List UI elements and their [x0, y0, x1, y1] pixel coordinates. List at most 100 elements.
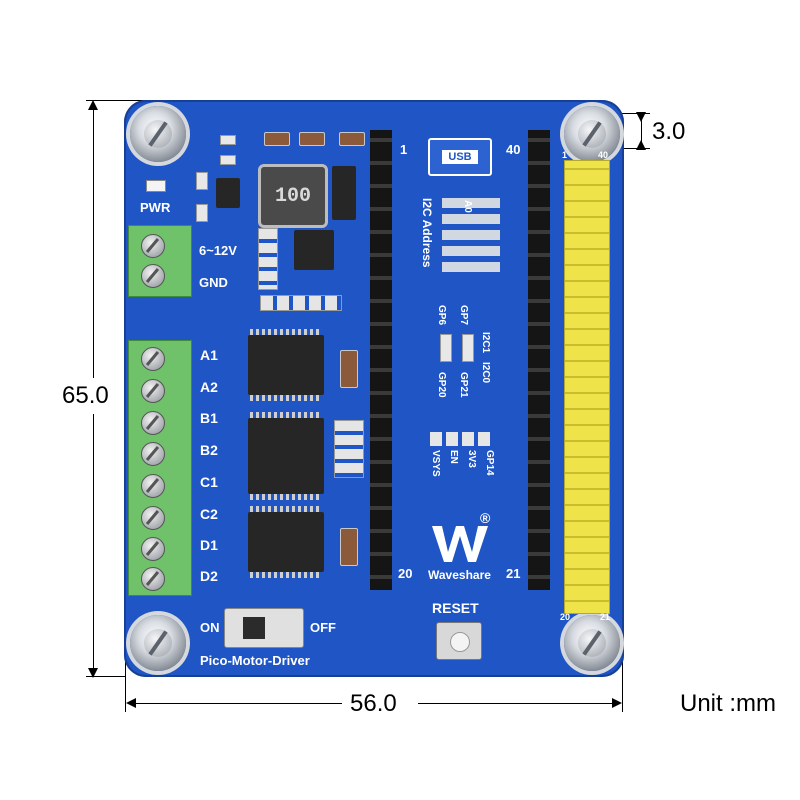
- yellow-header-pin-1: 1: [562, 150, 568, 160]
- ic-3-pins-bottom: [250, 572, 322, 578]
- address-jumper-grid: [442, 198, 500, 278]
- yellow-header-pin-40: 40: [598, 150, 609, 160]
- registered-mark: ®: [480, 510, 491, 526]
- capacitor-5: [340, 528, 358, 566]
- gp6-label: GP6: [436, 305, 447, 326]
- usb-label: USB: [442, 150, 478, 164]
- smd-column-a: [258, 228, 278, 290]
- power-pin-pads: [430, 432, 494, 446]
- motor-screw-b2[interactable]: [141, 442, 165, 466]
- power-screw-2[interactable]: [141, 264, 165, 288]
- capacitor-2: [299, 132, 325, 146]
- i2c-jumper-left: [440, 334, 452, 362]
- motor-driver-ic-2: [248, 412, 324, 500]
- offset-arrow-bottom: [636, 140, 646, 150]
- yellow-header-pin-20: 20: [560, 612, 571, 622]
- terminal-label-d1: D1: [200, 537, 218, 553]
- motor-screw-c2[interactable]: [141, 506, 165, 530]
- resistor-1: [220, 135, 236, 145]
- reset-button[interactable]: [436, 622, 482, 660]
- 3v3-label: 3V3: [466, 450, 477, 468]
- motor-screw-b1[interactable]: [141, 411, 165, 435]
- capacitor-1: [264, 132, 290, 146]
- motor-screw-d1[interactable]: [141, 537, 165, 561]
- offset-label: 3.0: [652, 118, 686, 145]
- smd-column-b: [334, 420, 364, 478]
- ic-1-pins-bottom: [250, 395, 322, 401]
- pwr-label: PWR: [140, 200, 171, 215]
- switch-off-label: OFF: [310, 620, 336, 635]
- power-switch[interactable]: [224, 608, 304, 648]
- terminal-label-c2: C2: [200, 506, 218, 522]
- waveshare-label: Waveshare: [428, 568, 491, 582]
- ic-2-pins-top: [250, 412, 322, 418]
- power-screw-1[interactable]: [141, 234, 165, 258]
- offset-arrow-top: [636, 112, 646, 122]
- width-label-bg: [342, 688, 418, 720]
- i2c-address-label: I2C Address: [420, 198, 434, 268]
- motor-screw-c1[interactable]: [141, 474, 165, 498]
- waveshare-logo-icon: [432, 526, 488, 562]
- right-header-pin-40: 40: [506, 142, 521, 157]
- width-tick-left: [125, 650, 126, 712]
- control-chip: [294, 230, 334, 270]
- motor-driver-ic-1: [248, 329, 324, 401]
- offset-dimension-line: [641, 114, 642, 148]
- right-header-pin-21: 21: [506, 566, 521, 581]
- gp21-label: GP21: [458, 372, 469, 398]
- height-label: 65.0: [62, 382, 109, 409]
- reset-label: RESET: [432, 600, 479, 616]
- terminal-label-c1: C1: [200, 474, 218, 490]
- mounting-hole-top-right: [564, 106, 620, 162]
- offset-tick-top: [610, 113, 650, 114]
- mounting-hole-top-left: [130, 106, 186, 162]
- resistor-4: [196, 204, 208, 222]
- motor-screw-d2[interactable]: [141, 567, 165, 591]
- unit-label: Unit :mm: [680, 690, 776, 717]
- ic-1-pins-top: [250, 329, 322, 335]
- pcb-board: PWR 6~12V GND A1 A2 B1 B2 C1 C2 D1 D2 10…: [124, 100, 624, 677]
- height-tick-bottom: [86, 676, 126, 677]
- reset-button-cap[interactable]: [450, 632, 470, 652]
- motor-screw-a1[interactable]: [141, 347, 165, 371]
- power-terminal-block: [128, 225, 192, 297]
- motor-screw-a2[interactable]: [141, 379, 165, 403]
- resistor-3: [196, 172, 208, 190]
- pico-left-header: [370, 130, 392, 590]
- ic-2-pins-bottom: [250, 494, 322, 500]
- switch-on-label: ON: [200, 620, 220, 635]
- height-arrow-bottom: [88, 668, 98, 678]
- terminal-label-a2: A2: [200, 379, 218, 395]
- width-arrow-left: [126, 698, 136, 708]
- inductor: 100: [258, 164, 328, 228]
- inductor-label: 100: [274, 184, 311, 208]
- width-label: 56.0: [350, 690, 397, 717]
- height-tick-top: [86, 100, 156, 101]
- power-switch-knob[interactable]: [243, 617, 265, 639]
- i2c0-label: I2C0: [480, 362, 491, 384]
- gp14-label: GP14: [484, 450, 495, 476]
- mounting-hole-bottom-right: [564, 615, 620, 671]
- i2c-jumper-right: [462, 334, 474, 362]
- gp20-label: GP20: [436, 372, 447, 398]
- pwr-led: [146, 180, 166, 192]
- terminal-label-a1: A1: [200, 347, 218, 363]
- motor-driver-ic-3: [248, 506, 324, 578]
- height-label-bg: [55, 378, 131, 414]
- resistor-2: [220, 155, 236, 165]
- smd-row-a: [260, 295, 342, 311]
- motor-terminal-block: [128, 340, 192, 596]
- offset-tick-bottom: [610, 148, 650, 149]
- board-name-label: Pico-Motor-Driver: [200, 653, 310, 668]
- width-tick-right: [622, 650, 623, 712]
- en-label: EN: [448, 450, 459, 464]
- regulator-chip: [216, 178, 240, 208]
- capacitor-3: [339, 132, 365, 146]
- terminal-label-b1: B1: [200, 410, 218, 426]
- capacitor-4: [340, 350, 358, 388]
- address-pin-a0: A0: [462, 200, 473, 213]
- ic-3-pins-top: [250, 506, 322, 512]
- left-header-pin-1: 1: [400, 142, 408, 157]
- vsys-label: VSYS: [430, 450, 441, 477]
- yellow-pin-header: [564, 160, 610, 614]
